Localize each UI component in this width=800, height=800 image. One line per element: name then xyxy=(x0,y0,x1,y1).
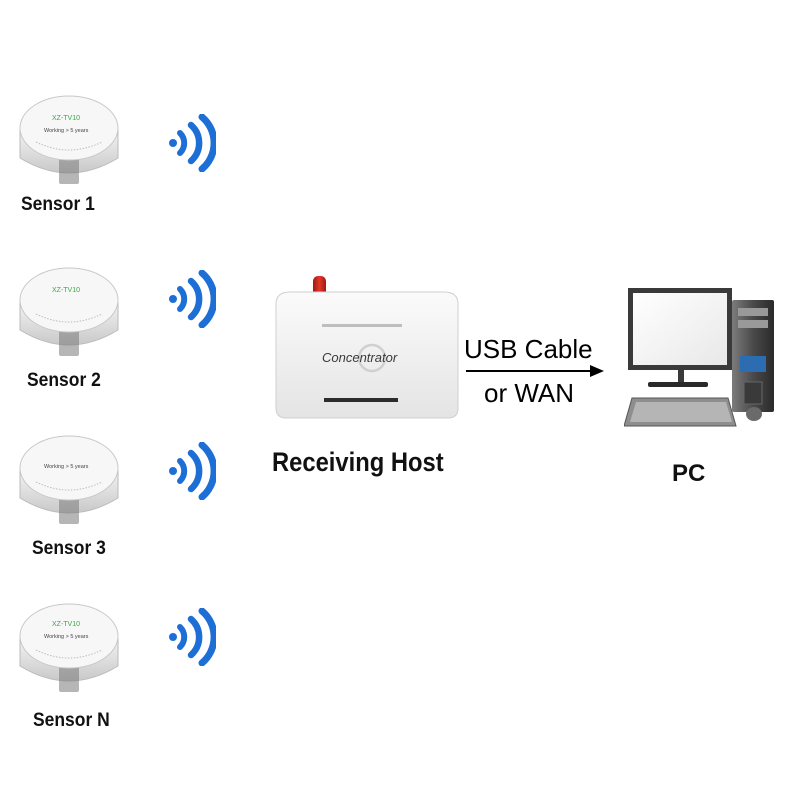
sensor-working-text: Working > 5 years xyxy=(44,128,89,134)
sensor-1-label: Sensor 1 xyxy=(21,194,95,215)
sensor-model-text: XZ-TV10 xyxy=(52,287,80,294)
sensor-1-device: XZ-TV10 Working > 5 years xyxy=(14,88,124,188)
concentrator-device xyxy=(272,270,462,422)
sensor-3-device: Working > 5 years xyxy=(14,428,124,528)
wireless-signal-icon xyxy=(166,607,218,667)
wireless-signal-icon xyxy=(166,441,218,501)
sensor-2-device: XZ-TV10 xyxy=(14,260,124,360)
sensor-2-label: Sensor 2 xyxy=(27,370,101,391)
wireless-signal-icon xyxy=(166,113,218,173)
sensor-n-label: Sensor N xyxy=(33,710,110,731)
concentrator-text: Concentrator xyxy=(322,350,398,365)
pc-computer-icon xyxy=(623,286,780,430)
sensor-model-text: XZ-TV10 xyxy=(52,621,80,628)
receiving-host-label: Receiving Host xyxy=(272,447,444,477)
sensor-working-text: Working > 5 years xyxy=(44,464,89,470)
link-label-line2: or WAN xyxy=(484,378,575,408)
sensor-model-text: XZ-TV10 xyxy=(52,115,80,122)
sensor-3-label: Sensor 3 xyxy=(32,538,106,559)
sensor-n-device: XZ-TV10 Working > 5 years xyxy=(14,596,124,696)
wireless-signal-icon xyxy=(166,269,218,329)
link-label-line1: USB Cable xyxy=(464,334,593,364)
pc-label: PC xyxy=(672,460,706,487)
sensor-working-text: Working > 5 years xyxy=(44,634,89,640)
link-arrow xyxy=(466,364,606,378)
antenna-icon xyxy=(313,276,326,296)
